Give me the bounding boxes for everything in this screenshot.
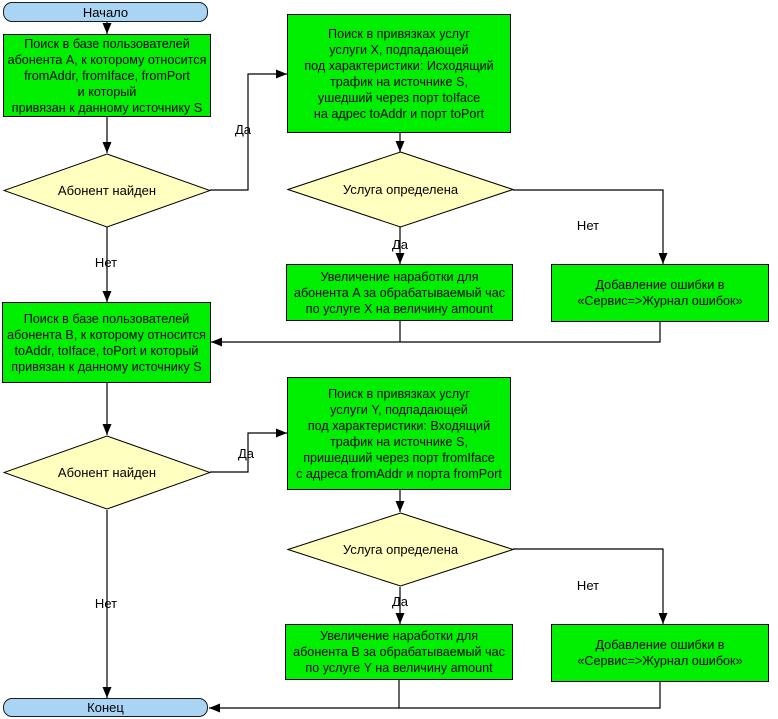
edge-error2-to-end — [209, 682, 661, 713]
edge-service1-no-to-error1 — [513, 189, 668, 264]
edge-label-yes: Да — [391, 237, 409, 252]
process-search-service-y: Поиск в привязках услуг услуги Y, подпад… — [287, 377, 511, 490]
decision-subscriber-found-2: Абонент найден — [3, 435, 211, 510]
diamond-shape — [287, 512, 514, 587]
process-increment-usage-a: Увеличение наработки для абонента A за о… — [286, 264, 513, 321]
edge-label-no: Нет — [94, 596, 118, 611]
edge-label-yes: Да — [234, 122, 252, 137]
process-search-subscriber-b: Поиск в базе пользователей абонента B, к… — [2, 302, 211, 383]
decision-label: Абонент найден — [57, 183, 157, 198]
decision-subscriber-found-1: Абонент найден — [3, 153, 211, 228]
edge-label-no: Нет — [576, 218, 600, 233]
edge-label-yes: Да — [391, 594, 409, 609]
edge-error1-to-search-b — [211, 322, 661, 347]
process-search-subscriber-a: Поиск в базе пользователей абонента A, к… — [3, 34, 211, 117]
edge-label-no: Нет — [94, 255, 118, 270]
decision-label: Абонент найден — [57, 465, 157, 480]
edge-label-yes: Да — [237, 446, 255, 461]
decision-service-defined-2: Услуга определена — [287, 512, 514, 587]
process-add-error-1: Добавление ошибки в «Сервис=>Журнал ошиб… — [551, 264, 769, 322]
edge-decision1-yes-to-search-x — [210, 69, 287, 191]
end-label: Конец — [87, 700, 124, 715]
start-label: Начало — [82, 4, 129, 20]
process-increment-usage-b: Увеличение наработки для абонента B за о… — [285, 624, 513, 680]
start-terminator: Начало — [3, 2, 208, 22]
end-terminator: Конец — [3, 698, 208, 717]
diamond-shape — [3, 153, 211, 228]
edge-service2-no-to-error2 — [513, 548, 668, 624]
edge-label-no: Нет — [576, 578, 600, 593]
decision-service-defined-1: Услуга определена — [287, 151, 514, 228]
decision-label: Услуга определена — [342, 542, 459, 557]
diamond-shape — [3, 435, 211, 510]
diamond-shape — [287, 151, 514, 228]
decision-label: Услуга определена — [342, 182, 459, 197]
process-add-error-2: Добавление ошибки в «Сервис=>Журнал ошиб… — [551, 624, 769, 682]
edge-decision2-yes-to-search-y — [210, 428, 287, 473]
process-search-service-x: Поиск в привязках услуг услуги X, подпад… — [287, 14, 511, 133]
